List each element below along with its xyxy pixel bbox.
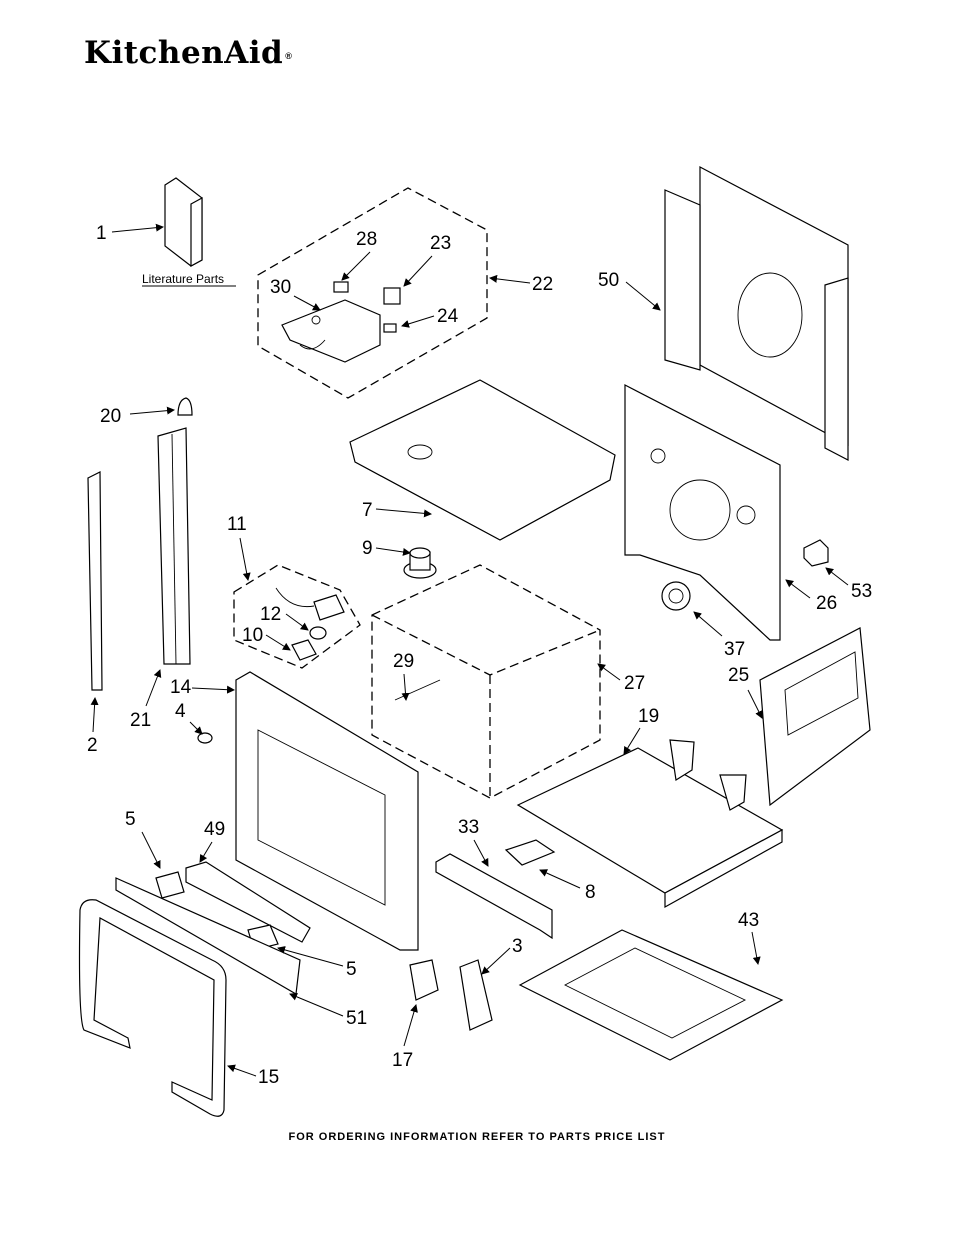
callout-8: 8 [585, 882, 596, 903]
side-trims [87, 397, 193, 691]
front-frame [197, 671, 419, 951]
registered-mark: ® [285, 51, 293, 61]
callout-21: 21 [130, 710, 151, 731]
callout-12: 12 [260, 604, 281, 625]
side-panel [759, 627, 871, 807]
callout-28: 28 [356, 229, 377, 250]
callout-17: 17 [392, 1050, 413, 1071]
callout-43: 43 [738, 910, 759, 931]
bottom-rail-and-bracket [435, 839, 556, 940]
fan-motor [403, 547, 437, 579]
callout-7: 7 [362, 500, 373, 521]
callout-53: 53 [851, 581, 872, 602]
callout-5-lower: 5 [346, 959, 357, 980]
callout-30: 30 [270, 277, 291, 298]
callout-1: 1 [96, 223, 107, 244]
callout-27: 27 [624, 673, 645, 694]
callout-11: 11 [227, 514, 247, 535]
bottom-panel [516, 739, 784, 909]
callout-29: 29 [393, 651, 414, 672]
callout-20: 20 [100, 406, 121, 427]
oven-back-wall [624, 384, 781, 641]
literature-parts-label: Literature Parts [142, 272, 224, 286]
callout-15: 15 [258, 1067, 279, 1088]
callout-25: 25 [728, 665, 749, 686]
brand-logo: KitchenAid® [84, 38, 292, 69]
callout-14: 14 [170, 677, 192, 698]
literature-booklet [164, 177, 203, 268]
lower-tray [518, 929, 784, 1061]
clip-and-gasket [661, 539, 829, 611]
callout-5-upper: 5 [125, 809, 136, 830]
callout-51: 51 [346, 1008, 367, 1029]
callout-2: 2 [87, 735, 98, 756]
leader-lines [90, 223, 849, 1077]
oven-cavity [371, 564, 601, 799]
callout-9: 9 [362, 538, 373, 559]
callout-33: 33 [458, 817, 479, 838]
callout-26: 26 [816, 593, 837, 614]
callout-24: 24 [437, 306, 459, 327]
callout-49: 49 [204, 819, 225, 840]
callout-4: 4 [175, 701, 186, 722]
door-gasket [78, 899, 227, 1117]
control-components-kit [257, 187, 488, 399]
top-panel [349, 379, 616, 541]
light-assembly-kit [233, 564, 361, 669]
callout-10: 10 [242, 625, 263, 646]
brand-name: KitchenAid [84, 35, 284, 71]
callout-37: 37 [724, 639, 745, 660]
callout-23: 23 [430, 233, 451, 254]
callout-19: 19 [638, 706, 659, 727]
callout-22: 22 [532, 274, 553, 295]
callout-50: 50 [598, 270, 619, 291]
mounting-brackets [409, 959, 493, 1031]
footer-note: FOR ORDERING INFORMATION REFER TO PARTS … [288, 1131, 666, 1143]
callout-3: 3 [512, 936, 523, 957]
rear-panel [664, 166, 849, 461]
vent-trim [115, 861, 311, 995]
